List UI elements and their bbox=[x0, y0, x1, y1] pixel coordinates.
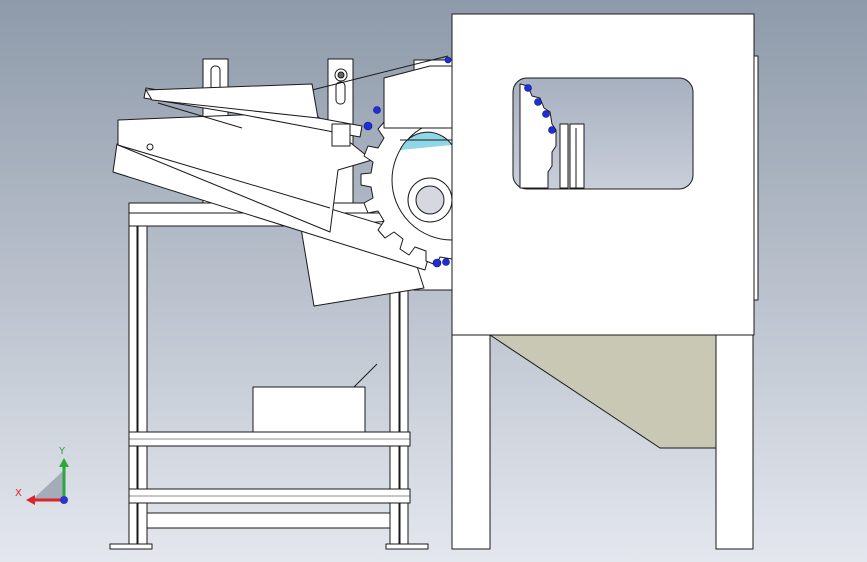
sprocket-window bbox=[399, 131, 453, 151]
upright-post-right-slot bbox=[335, 81, 346, 105]
triad-x-label: X bbox=[15, 488, 22, 499]
roller bbox=[373, 106, 381, 114]
triad-plane bbox=[32, 470, 64, 500]
drive-housing-block bbox=[383, 65, 453, 129]
sprocket-wheel[interactable] bbox=[360, 93, 453, 266]
cabinet-side-rail bbox=[753, 55, 759, 301]
roller bbox=[542, 110, 550, 118]
roller bbox=[524, 84, 532, 92]
drive-housing[interactable] bbox=[383, 65, 453, 141]
roller bbox=[442, 258, 450, 266]
roller bbox=[432, 258, 442, 268]
window-guide-rail-a bbox=[559, 123, 569, 189]
tilted-chute-assembly[interactable] bbox=[112, 55, 449, 307]
roller bbox=[363, 121, 373, 131]
cabinet-leg-right bbox=[715, 334, 754, 550]
tension-wire bbox=[311, 55, 449, 91]
orientation-triad: Y X bbox=[15, 446, 69, 505]
left-foot-plate bbox=[109, 543, 153, 550]
window-guide-rail-b bbox=[569, 123, 585, 189]
upper-guard bbox=[145, 83, 319, 119]
chute-end-roller bbox=[146, 143, 154, 151]
frame-bottom-rail bbox=[146, 512, 391, 529]
window-sprocket-arc bbox=[519, 83, 557, 189]
triad-y-label: Y bbox=[58, 446, 66, 457]
roller bbox=[548, 126, 556, 134]
roller bbox=[534, 98, 542, 106]
sprocket-rollers bbox=[363, 56, 556, 268]
right-foot-plate bbox=[385, 543, 429, 550]
right-cabinet[interactable] bbox=[451, 13, 759, 550]
motor-cable bbox=[353, 363, 378, 388]
cabinet-leg-left bbox=[451, 334, 491, 550]
roller bbox=[444, 56, 452, 64]
inspection-window[interactable] bbox=[512, 77, 694, 190]
motor-box[interactable] bbox=[252, 386, 366, 433]
adjusting-arm-clamp bbox=[331, 123, 351, 147]
triad-z-axis bbox=[60, 496, 68, 504]
